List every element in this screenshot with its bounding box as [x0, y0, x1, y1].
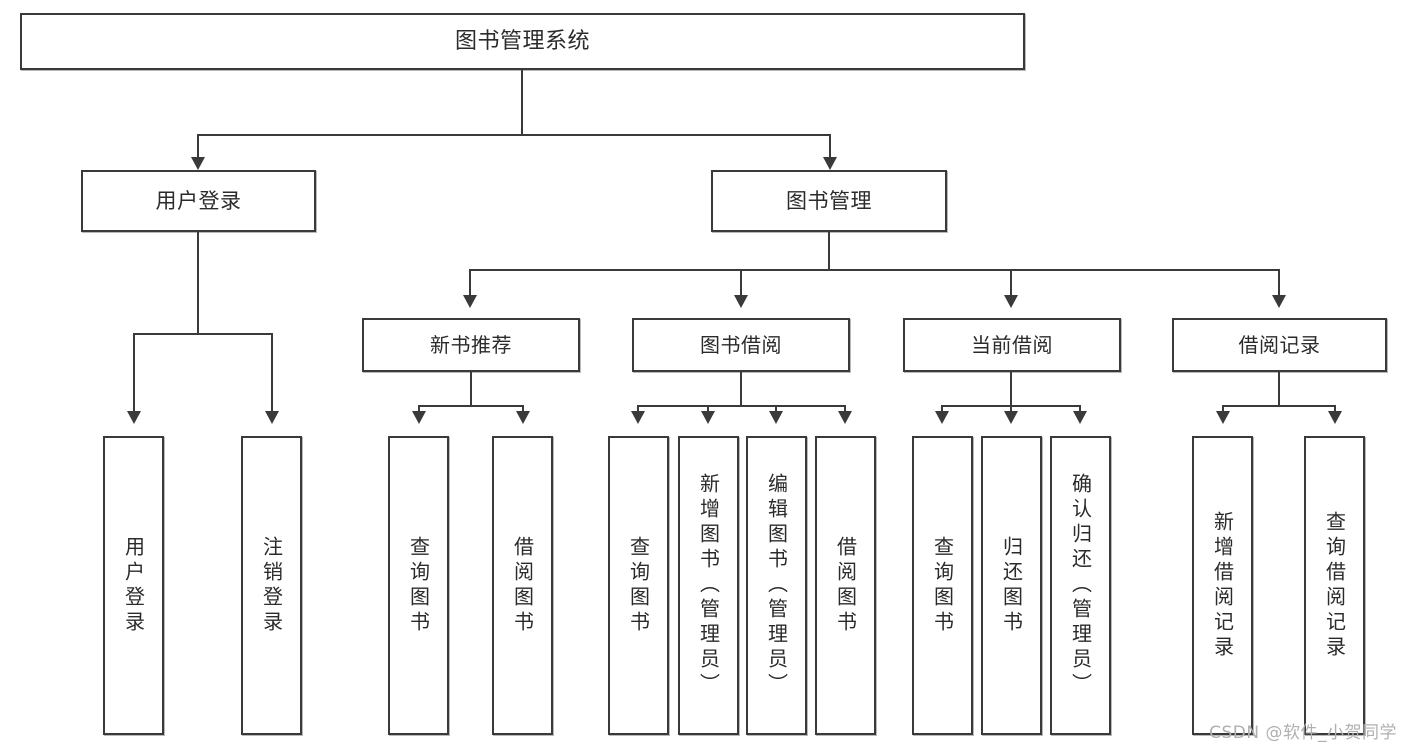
edge-new-book-drop-1 [418, 405, 420, 414]
node-label: 查询图书 [930, 535, 955, 636]
node-label: 新增借阅记录 [1210, 510, 1235, 661]
edge-book-borrow-drop-3 [775, 405, 777, 414]
node-label: 确认归还（管理员） [1068, 473, 1093, 698]
node-label: 注销登录 [259, 535, 284, 636]
node-label: 编辑图书（管理员） [764, 473, 789, 698]
arrow-new-book-leaf-2 [516, 411, 530, 424]
arrow-borrow-record-leaf-2 [1328, 411, 1342, 424]
node-root-system[interactable]: 图书管理系统 [20, 13, 1025, 70]
edge-drop-book-borrow [740, 269, 742, 297]
leaf-book-borrow-4[interactable]: 借阅图书 [815, 436, 876, 735]
edge-drop-new-book [469, 269, 471, 297]
node-label: 借阅图书 [510, 535, 535, 636]
arrow-book-borrow-leaf-2 [701, 411, 715, 424]
node-label: 查询图书 [626, 535, 651, 636]
arrow-current-borrow-leaf-2 [1004, 411, 1018, 424]
arrow-to-book-manage [823, 157, 837, 170]
arrow-current-borrow-leaf-1 [935, 411, 949, 424]
leaf-new-book-1[interactable]: 查询图书 [388, 436, 449, 735]
arrow-new-book-recommend [463, 295, 477, 308]
edge-current-borrow-drop-1 [941, 405, 943, 414]
leaf-user-login-2[interactable]: 注销登录 [241, 436, 302, 735]
node-label: 借阅图书 [833, 535, 858, 636]
leaf-book-borrow-2[interactable]: 新增图书（管理员） [678, 436, 739, 735]
edge-book-borrow-stem [740, 372, 742, 406]
leaf-borrow-record-1[interactable]: 新增借阅记录 [1192, 436, 1253, 735]
arrow-user-login-leaf-2 [265, 411, 279, 424]
node-book-manage[interactable]: 图书管理 [711, 170, 947, 232]
edge-current-borrow-drop-3 [1079, 405, 1081, 414]
edge-user-login-drop-2 [271, 333, 273, 413]
edge-borrow-record-bus [1222, 405, 1336, 407]
leaf-borrow-record-2[interactable]: 查询借阅记录 [1304, 436, 1365, 735]
node-label: 借阅记录 [1238, 332, 1321, 357]
arrow-book-borrow-leaf-3 [769, 411, 783, 424]
node-label: 图书借阅 [700, 332, 782, 357]
node-label: 图书管理 [786, 188, 872, 213]
edge-current-borrow-stem [1010, 372, 1012, 406]
node-label: 查询图书 [406, 535, 431, 636]
edge-root-bus [197, 134, 831, 136]
edge-borrow-record-stem [1278, 372, 1280, 406]
edge-new-book-bus [418, 405, 524, 407]
leaf-current-borrow-2[interactable]: 归还图书 [981, 436, 1042, 735]
edge-borrow-record-drop-2 [1334, 405, 1336, 414]
node-label: 归还图书 [999, 535, 1024, 636]
leaf-book-borrow-1[interactable]: 查询图书 [608, 436, 669, 735]
leaf-book-borrow-3[interactable]: 编辑图书（管理员） [746, 436, 807, 735]
edge-user-login-drop-1 [133, 333, 135, 413]
arrow-current-borrow-leaf-3 [1073, 411, 1087, 424]
edge-current-borrow-drop-2 [1010, 405, 1012, 414]
edge-root-stem [521, 70, 523, 135]
edge-new-book-drop-2 [522, 405, 524, 414]
leaf-current-borrow-3[interactable]: 确认归还（管理员） [1050, 436, 1111, 735]
edge-root-to-book-manage [829, 134, 831, 160]
arrow-user-login-leaf-1 [127, 411, 141, 424]
edge-drop-current-borrow [1010, 269, 1012, 297]
arrow-borrow-record [1272, 295, 1286, 308]
node-label: 用户登录 [121, 535, 146, 636]
edge-root-to-user-login [197, 134, 199, 160]
edge-new-book-stem [470, 372, 472, 406]
node-current-borrow[interactable]: 当前借阅 [903, 318, 1121, 372]
node-book-borrow[interactable]: 图书借阅 [632, 318, 850, 372]
node-label: 图书管理系统 [454, 28, 590, 54]
node-label: 新书推荐 [430, 332, 512, 357]
edge-drop-borrow-record [1278, 269, 1280, 297]
node-label: 新增图书（管理员） [696, 473, 721, 698]
edge-level2-bus [469, 269, 1280, 271]
node-borrow-record[interactable]: 借阅记录 [1172, 318, 1387, 372]
edge-book-borrow-drop-2 [707, 405, 709, 414]
edge-borrow-record-drop-1 [1222, 405, 1224, 414]
edge-book-manage-stem [828, 232, 830, 271]
edge-user-login-stem [197, 232, 199, 334]
edge-book-borrow-drop-4 [844, 405, 846, 414]
node-user-login[interactable]: 用户登录 [81, 170, 316, 232]
edge-book-borrow-bus [637, 405, 846, 407]
node-label: 当前借阅 [971, 332, 1053, 357]
arrow-new-book-leaf-1 [412, 411, 426, 424]
edge-book-borrow-drop-1 [637, 405, 639, 414]
arrow-book-borrow-leaf-1 [631, 411, 645, 424]
node-label: 查询借阅记录 [1322, 510, 1347, 661]
leaf-new-book-2[interactable]: 借阅图书 [492, 436, 553, 735]
leaf-user-login-1[interactable]: 用户登录 [103, 436, 164, 735]
arrow-current-borrow [1004, 295, 1018, 308]
arrow-book-borrow-leaf-4 [838, 411, 852, 424]
arrow-to-user-login [191, 157, 205, 170]
node-new-book-recommend[interactable]: 新书推荐 [362, 318, 580, 372]
arrow-book-borrow [734, 295, 748, 308]
node-label: 用户登录 [155, 188, 242, 213]
leaf-current-borrow-1[interactable]: 查询图书 [912, 436, 973, 735]
edge-user-login-bus [133, 333, 273, 335]
arrow-borrow-record-leaf-1 [1216, 411, 1230, 424]
